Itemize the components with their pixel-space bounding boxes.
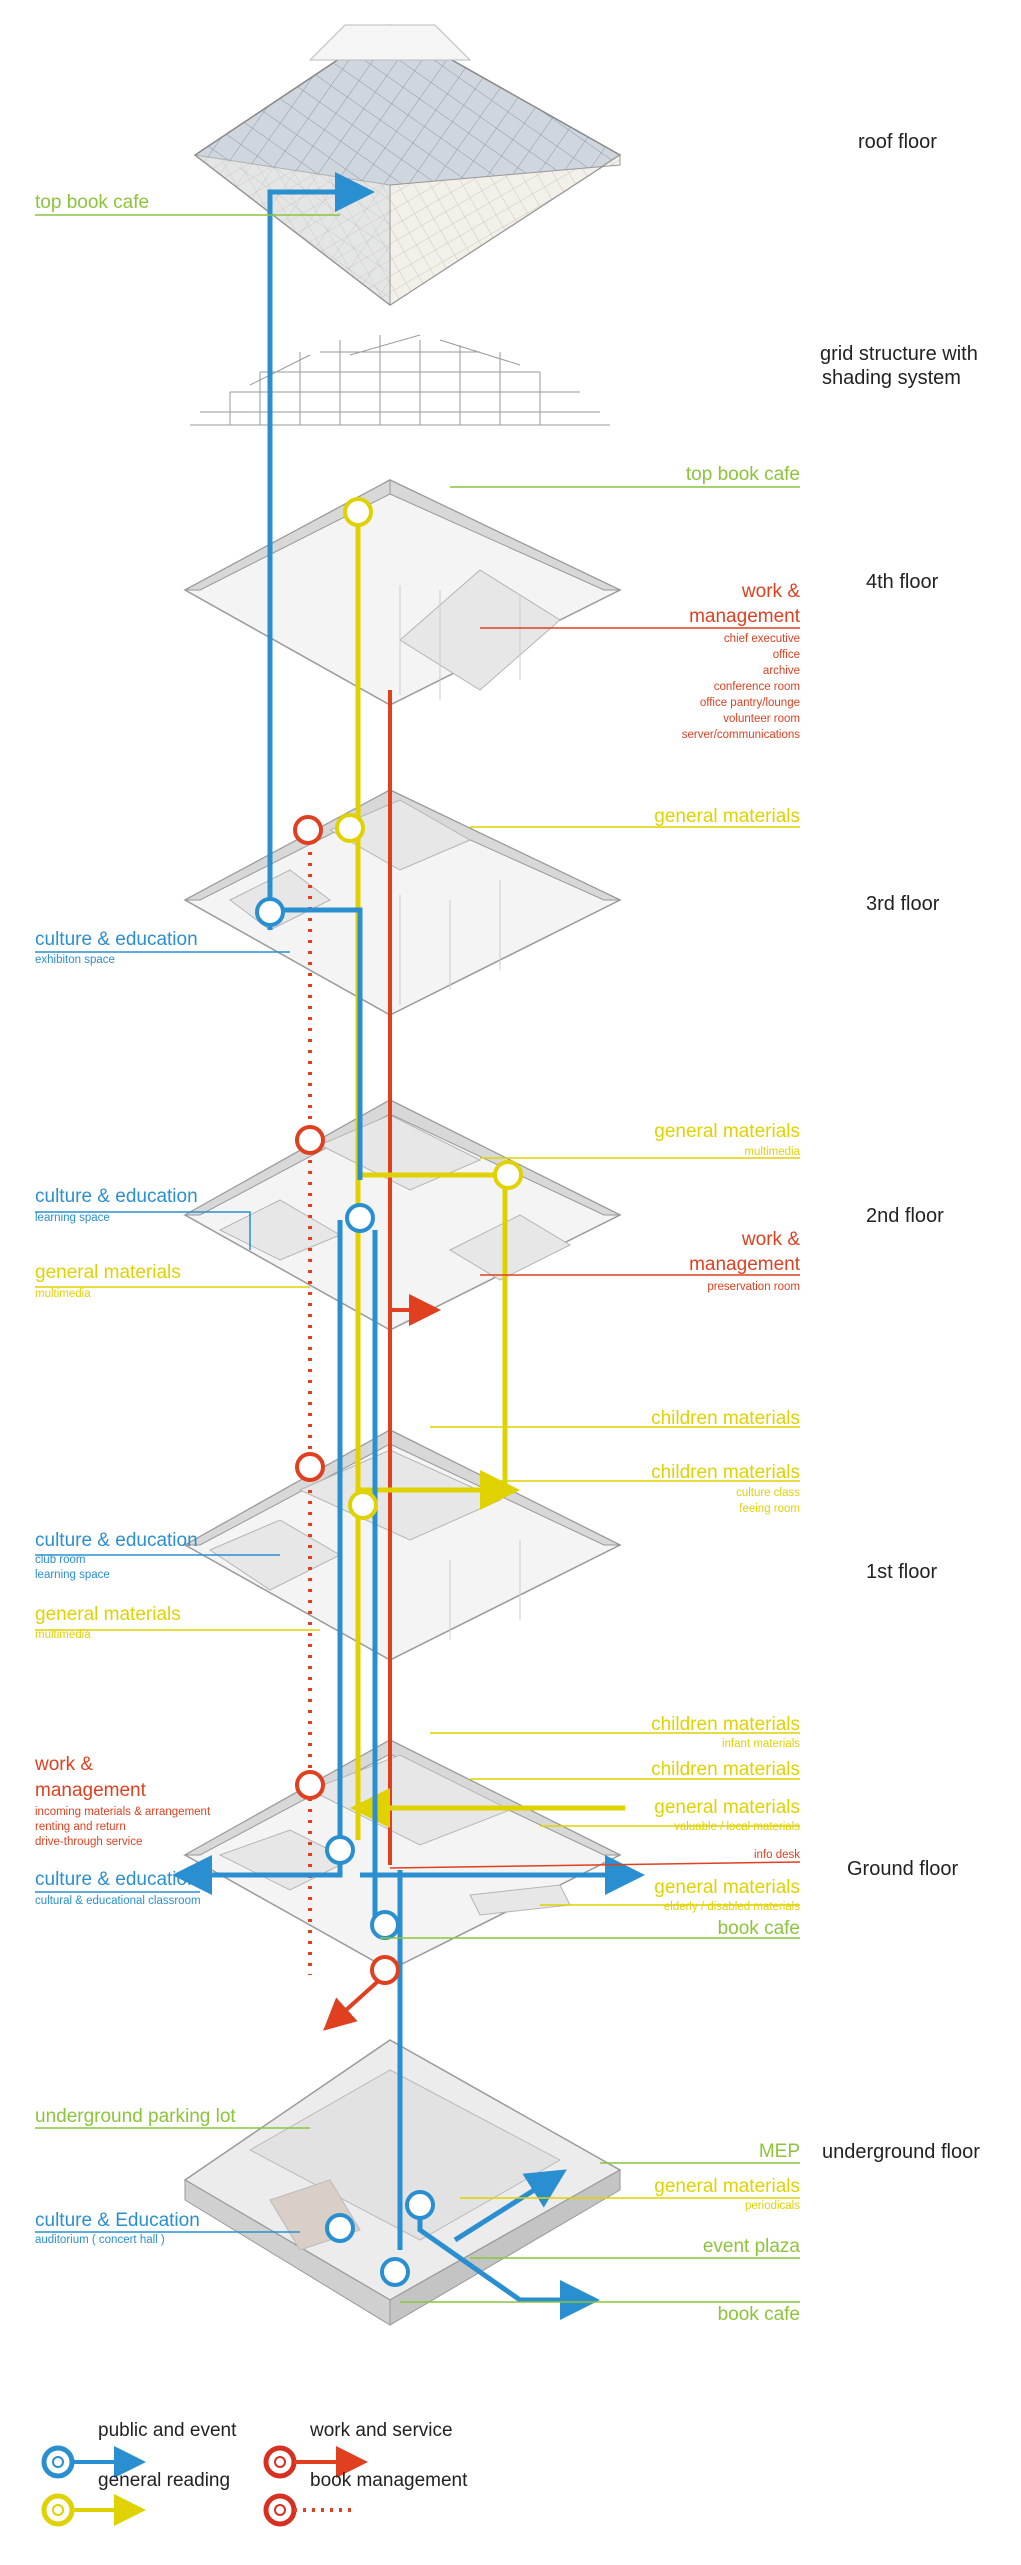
legend-public-event: public and event <box>41 2420 237 2479</box>
u-general-materials-sub: periodicals <box>745 2200 800 2212</box>
f1-culture-title: culture & education <box>35 1530 198 1551</box>
u-mep: MEP <box>759 2141 800 2162</box>
f4-work-item: archive <box>763 665 800 677</box>
public-event-route <box>172 172 645 2320</box>
u-book-cafe: book cafe <box>718 2304 800 2325</box>
label-floor-1: 1st floor <box>866 1561 937 1583</box>
f3-general-materials: general materials <box>654 806 800 827</box>
f2-work-title-1: work & <box>741 1229 800 1250</box>
g-general-a-sub: valuable / local materials <box>674 1821 800 1833</box>
f4-work-title-2: management <box>689 606 801 627</box>
f2-general-materials-left-sub: multimedia <box>35 1288 91 1300</box>
g-general-b: general materials <box>654 1877 800 1898</box>
f3-culture-sub: exhibiton space <box>35 954 115 966</box>
label-grid-line2: shading system <box>822 367 961 389</box>
g-children-materials-a-sub: infant materials <box>722 1738 800 1750</box>
f1-children-sub-2: feeing room <box>739 1503 800 1515</box>
f2-culture-sub: learning space <box>35 1212 110 1224</box>
f4-work-item: chief executive <box>724 633 800 645</box>
label-underground-floor: underground floor <box>822 2141 980 2163</box>
route-nodes <box>255 497 523 2287</box>
f2-general-materials-right: general materials <box>654 1121 800 1142</box>
f2-work-sub: preservation room <box>707 1281 800 1293</box>
f3-culture-title: culture & education <box>35 929 198 950</box>
grid-structure-drawing <box>190 334 610 426</box>
floor-labels: roof floor grid structure with shading s… <box>820 131 980 2163</box>
legend-work-service-label: work and service <box>309 2420 453 2441</box>
f4-work-item: server/communications <box>682 729 800 741</box>
f1-children-sub-1: culture class <box>736 1487 800 1499</box>
legend-general-reading-label: general reading <box>98 2470 230 2491</box>
u-event-plaza: event plaza <box>703 2236 801 2257</box>
g-work-item: drive-through service <box>35 1836 142 1848</box>
g-work-item: renting and return <box>35 1821 126 1833</box>
u-general-materials: general materials <box>654 2176 800 2197</box>
label-ground-floor: Ground floor <box>847 1858 959 1880</box>
g-children-materials-a: children materials <box>651 1714 800 1735</box>
g-general-a: general materials <box>654 1797 800 1818</box>
u-culture-title: culture & Education <box>35 2210 200 2231</box>
f1-general-materials: general materials <box>35 1604 181 1625</box>
f1-culture-sub-2: learning space <box>35 1569 110 1581</box>
f4-work-item: volunteer room <box>723 713 800 725</box>
f1-children-materials-b: children materials <box>651 1462 800 1483</box>
g-work-title-1: work & <box>34 1754 93 1775</box>
f4-work-title-1: work & <box>741 581 800 602</box>
label-grid-line1: grid structure with <box>820 343 978 365</box>
f1-culture-sub-1: club room <box>35 1554 86 1566</box>
f2-general-materials-left: general materials <box>35 1262 181 1283</box>
label-floor-2: 2nd floor <box>866 1205 944 1227</box>
legend-work-service: work and service <box>263 2420 453 2479</box>
g-general-b-sub: elderly / disabled materials <box>664 1901 800 1913</box>
legend: public and event general reading work an… <box>41 2420 468 2527</box>
g-info-desk: info desk <box>754 1849 800 1861</box>
legend-book-management-label: book management <box>310 2470 468 2491</box>
g-culture-title: culture & education <box>35 1869 198 1890</box>
floor-4-drawing <box>183 479 622 706</box>
label-roof-floor: roof floor <box>858 131 937 153</box>
g-culture-sub: cultural & educational classroom <box>35 1895 201 1907</box>
roof-drawing <box>193 24 622 307</box>
f4-work-item: office pantry/lounge <box>700 697 800 709</box>
f4-top-book-cafe: top book cafe <box>686 464 800 485</box>
legend-public-event-label: public and event <box>98 2420 237 2441</box>
f1-children-materials-a: children materials <box>651 1408 800 1429</box>
legend-general-reading: general reading <box>41 2470 230 2527</box>
floor-1-drawing <box>183 1429 622 1661</box>
f4-work-item: office <box>773 649 800 661</box>
leader-lines <box>35 214 801 2303</box>
f2-culture-title: culture & education <box>35 1186 198 1207</box>
f4-work-item: conference room <box>714 681 800 693</box>
g-work-title-2: management <box>35 1780 147 1801</box>
roof-top-book-cafe: top book cafe <box>35 192 149 213</box>
legend-book-management: book management <box>263 2470 468 2527</box>
floor-3-drawing <box>183 789 622 1016</box>
label-floor-3: 3rd floor <box>866 893 940 915</box>
g-work-item: incoming materials & arrangement <box>35 1806 211 1818</box>
g-children-materials-b: children materials <box>651 1759 800 1780</box>
u-parking: underground parking lot <box>35 2106 236 2127</box>
f2-general-materials-right-sub: multimedia <box>744 1146 800 1158</box>
label-floor-4: 4th floor <box>866 571 939 593</box>
g-book-cafe: book cafe <box>718 1918 800 1939</box>
f2-work-title-2: management <box>689 1254 801 1275</box>
u-culture-sub: auditorium ( concert hall ) <box>35 2234 165 2246</box>
f1-general-materials-sub: multimedia <box>35 1629 91 1641</box>
